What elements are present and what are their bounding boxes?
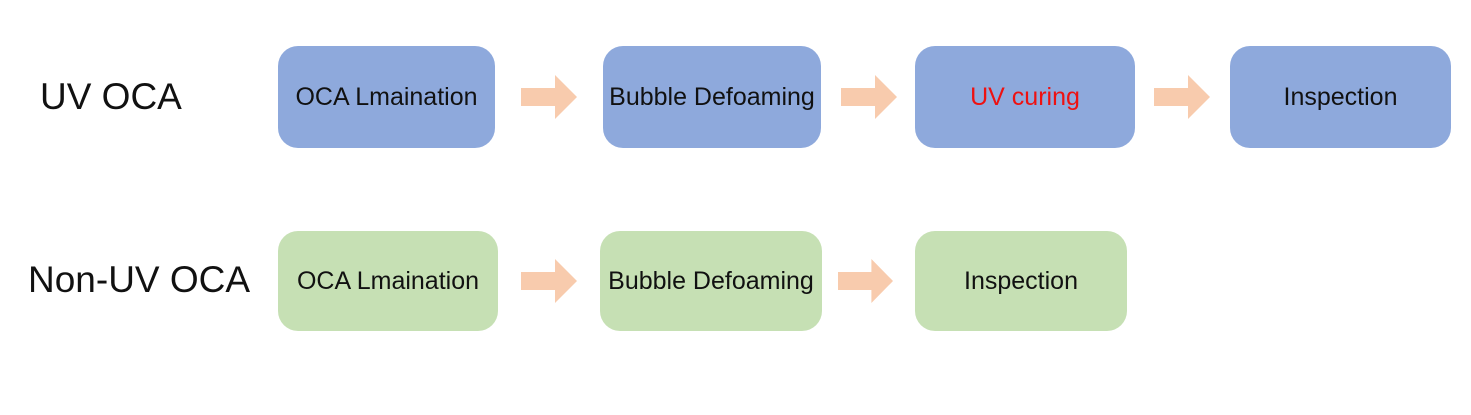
flow-step-bubble-defoaming-nonuv: Bubble Defoaming xyxy=(600,231,822,331)
right-block-arrow-icon xyxy=(521,259,577,303)
right-block-arrow-icon xyxy=(1154,75,1210,119)
right-block-arrow-icon xyxy=(841,75,897,119)
right-block-arrow-icon xyxy=(838,259,893,303)
flow-step-inspection-nonuv: Inspection xyxy=(915,231,1127,331)
flow-step-oca-lamination-uv: OCA Lmaination xyxy=(278,46,495,148)
row-label-uv-oca: UV OCA xyxy=(40,76,182,117)
row-label-non-uv-oca: Non-UV OCA xyxy=(28,259,251,300)
right-block-arrow-icon xyxy=(521,75,577,119)
flow-step-uv-curing: UV curing xyxy=(915,46,1135,148)
flow-step-bubble-defoaming-uv: Bubble Defoaming xyxy=(603,46,821,148)
flow-step-oca-lamination-nonuv: OCA Lmaination xyxy=(278,231,498,331)
flow-step-label-highlighted: UV curing xyxy=(970,82,1080,111)
flow-step-label: Bubble Defoaming xyxy=(609,82,815,111)
flow-step-label: OCA Lmaination xyxy=(295,82,478,111)
flow-step-label: OCA Lmaination xyxy=(296,266,480,295)
flow-step-label: Inspection xyxy=(964,266,1078,295)
flow-step-inspection-uv: Inspection xyxy=(1230,46,1451,148)
flow-step-label: Bubble Defoaming xyxy=(608,266,814,295)
flow-step-label: Inspection xyxy=(1283,82,1398,111)
